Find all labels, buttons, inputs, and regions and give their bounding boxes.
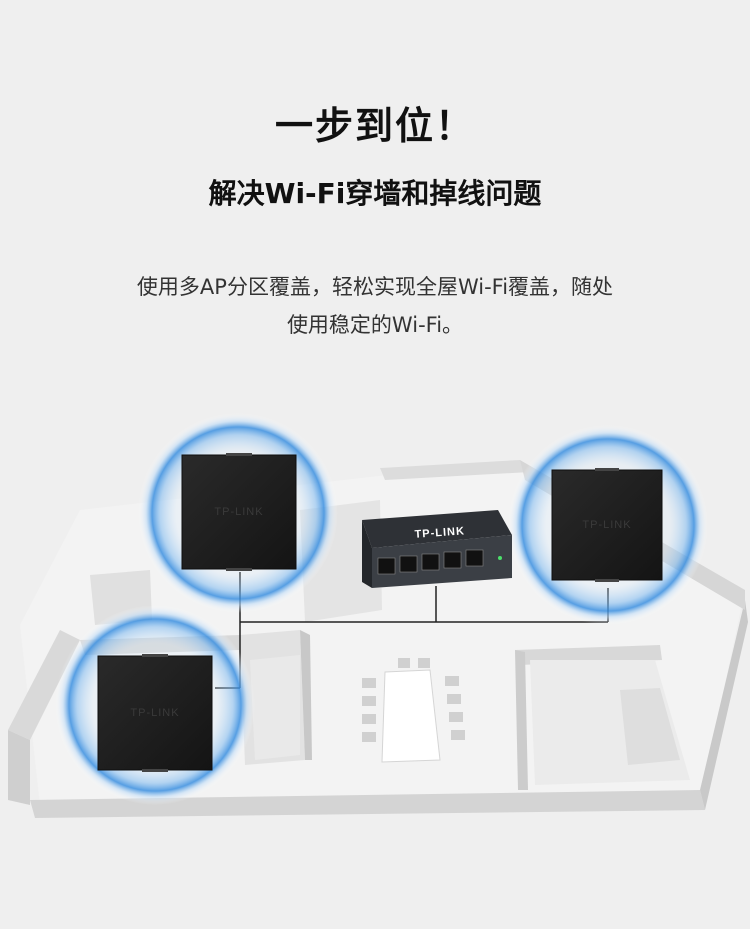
wall: [8, 630, 80, 740]
description: 使用多AP分区覆盖，轻松实现全屋Wi-Fi覆盖，随处 使用稳定的Wi-Fi。: [75, 268, 675, 344]
ethernet-ports: [377, 549, 484, 575]
wall: [8, 730, 30, 805]
switch-brand-logo: TP-LINK: [414, 525, 465, 540]
description-line-1: 使用多AP分区覆盖，轻松实现全屋Wi-Fi覆盖，随处: [136, 275, 614, 299]
ap-brand-logo: TP-LINK: [130, 707, 179, 719]
access-point-top-left: TP-LINK: [181, 453, 297, 571]
description-line-2: 使用稳定的Wi-Fi。: [286, 313, 464, 337]
wall: [515, 650, 528, 790]
chairs: [362, 658, 465, 742]
sofa: [620, 688, 680, 765]
status-led: [498, 556, 502, 560]
floor-plan-illustration: TP-LINK TP-LINK TP-LINK TP-LINK: [8, 413, 748, 818]
wall: [30, 790, 705, 818]
ap-brand-logo: TP-LINK: [214, 506, 263, 518]
wall: [300, 630, 312, 760]
access-point-right: TP-LINK: [551, 468, 663, 582]
access-point-bottom-left: TP-LINK: [97, 654, 213, 772]
headline: 一步到位！: [274, 104, 475, 148]
dining-table: [381, 669, 441, 763]
wall: [380, 460, 530, 480]
room: [250, 655, 300, 760]
subheadline: 解决Wi-Fi穿墙和掉线问题: [208, 177, 542, 210]
wall: [700, 600, 748, 810]
poe-switch: TP-LINK: [362, 510, 512, 588]
ap-brand-logo: TP-LINK: [582, 519, 631, 531]
